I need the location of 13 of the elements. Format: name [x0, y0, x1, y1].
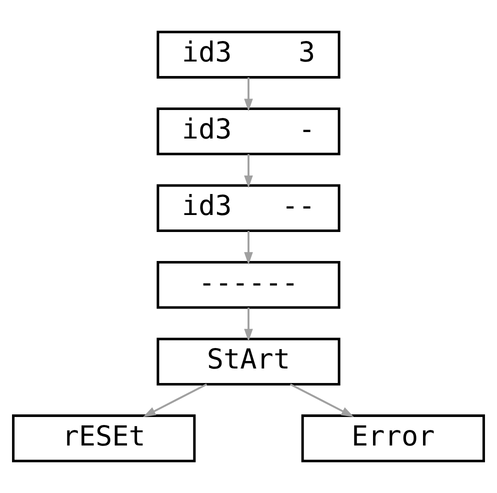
node-box: StArt [156, 338, 340, 386]
node-box: id3 - [156, 108, 340, 156]
arrow [244, 308, 253, 342]
arrow [244, 230, 253, 265]
arrow [143, 383, 208, 417]
node-box: id3 -- [156, 184, 340, 232]
arrow [290, 383, 354, 417]
node-box: id3 3 [156, 30, 340, 79]
node-box: ------ [156, 260, 340, 309]
node-box: Error [301, 414, 485, 462]
node-box: rESEt [12, 414, 196, 462]
arrow [244, 154, 253, 188]
arrow [244, 77, 253, 112]
